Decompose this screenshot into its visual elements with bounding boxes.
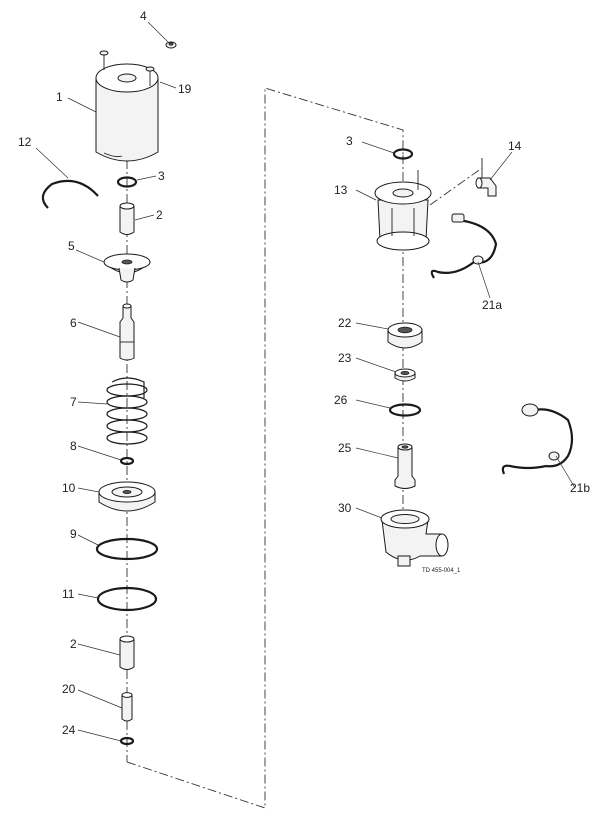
label-part-25: 25: [338, 441, 352, 455]
label-part-21b: 21b: [570, 481, 590, 495]
part-8-o-ring: [119, 456, 135, 466]
label-part-6: 6: [70, 316, 77, 330]
label-part-4: 4: [140, 9, 147, 23]
label-part-19: 19: [178, 82, 192, 96]
part-2-bushing-bottom: [119, 635, 135, 670]
part-25-valve-plug: [394, 443, 416, 489]
part-14-elbow-fitting: [475, 158, 497, 197]
part-23-bushing-ring: [394, 368, 416, 382]
part-6-piston-rod: [119, 303, 135, 361]
label-part-30: 30: [338, 501, 352, 515]
label-part-20: 20: [62, 682, 76, 696]
label-part-5: 5: [68, 239, 75, 253]
label-part-13: 13: [334, 183, 348, 197]
label-part-8: 8: [70, 439, 77, 453]
part-12-snap-ring: [41, 179, 99, 209]
label-part-7: 7: [70, 395, 77, 409]
part-7-spring: [106, 377, 148, 445]
part-4-nut: [165, 41, 177, 49]
part-13-yoke: [374, 170, 432, 251]
part-19-screws: [99, 50, 155, 86]
part-2-bushing-top: [119, 202, 135, 235]
label-part-23: 23: [338, 351, 352, 365]
part-22-seal-housing: [387, 322, 423, 349]
part-10-piston: [98, 481, 156, 512]
part-9-lip-seal: [95, 537, 159, 561]
label-part-21a: 21a: [482, 298, 502, 312]
part-1-cylinder: [95, 63, 159, 162]
label-part-1: 1: [56, 90, 63, 104]
label-part-11: 11: [62, 587, 75, 601]
label-part-3-right: 3: [346, 134, 353, 148]
label-part-14: 14: [508, 139, 522, 153]
part-5-spring-plate: [103, 253, 151, 283]
part-20-guide: [121, 692, 133, 722]
part-21a-clamp: [430, 213, 498, 279]
part-26-o-ring: [388, 403, 422, 417]
label-part-2-top: 2: [156, 208, 163, 222]
label-part-24: 24: [62, 723, 76, 737]
label-part-26: 26: [334, 393, 348, 407]
leader-lines: [35, 21, 576, 742]
part-labels: 4 19 1 12 3 2 5 6 7 8 10 9 11 2 20 24 3 …: [18, 9, 590, 737]
label-part-22: 22: [338, 316, 352, 330]
part-3-o-ring-right: [392, 148, 414, 160]
part-11-o-ring-large: [96, 586, 158, 612]
label-part-9: 9: [70, 527, 77, 541]
part-21b-clamp: [501, 403, 574, 475]
label-part-2-bottom: 2: [70, 637, 77, 651]
label-part-12: 12: [18, 135, 32, 149]
drawing-code: TD 455-004_1: [422, 568, 461, 574]
label-part-3-top: 3: [158, 169, 165, 183]
label-part-10: 10: [62, 481, 76, 495]
part-30-valve-body: [380, 509, 449, 567]
part-3-o-ring-top: [116, 176, 138, 188]
